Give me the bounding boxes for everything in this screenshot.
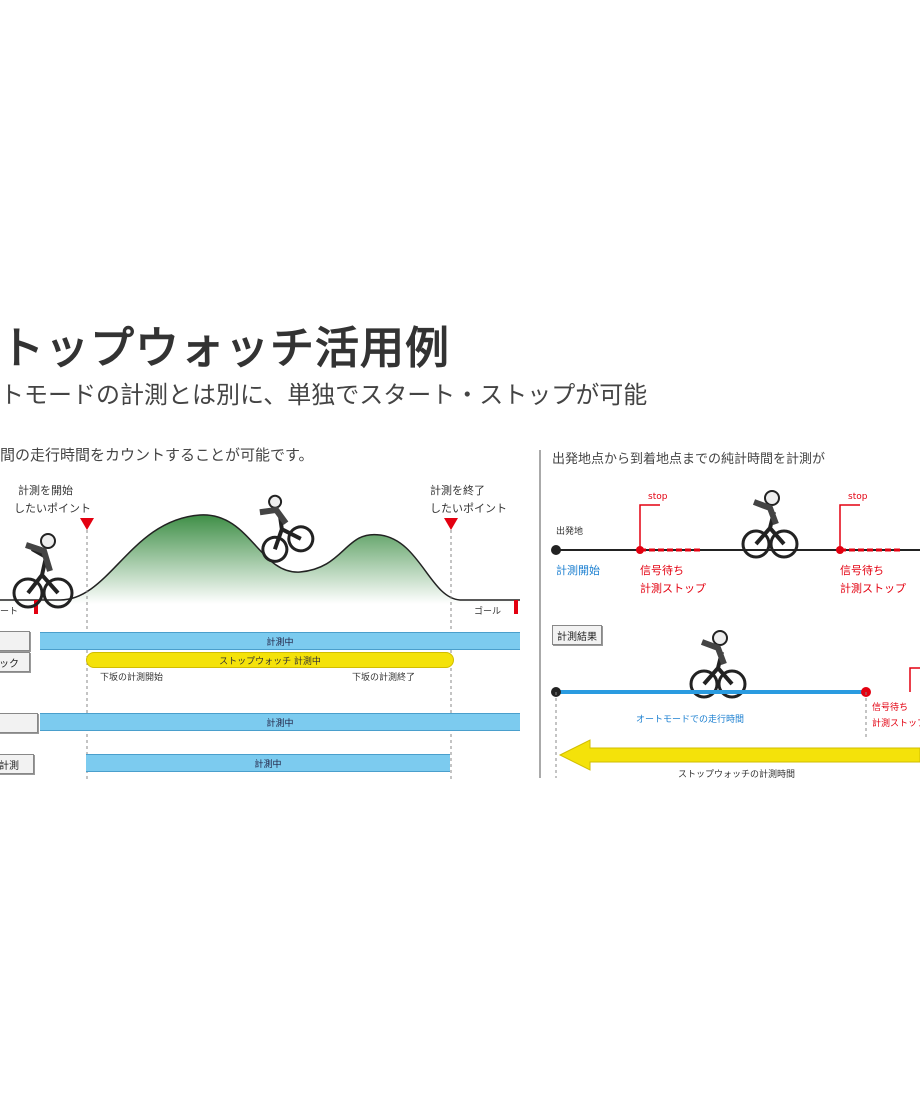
page-subtitle: トモードの計測とは別に、単独でスタート・ストップが可能 xyxy=(0,381,648,409)
hill-profile xyxy=(0,514,520,604)
end-sublabel: したいポイント xyxy=(430,502,507,515)
row1-box-top xyxy=(0,631,30,651)
page-title: トップウォッチ活用例 xyxy=(0,323,450,374)
stopwatch-yellow-bar: ストップウォッチ 計測中 xyxy=(86,652,454,668)
stop2-top-label: 信号待ち xyxy=(840,564,884,577)
goal-marker-label: ゴール xyxy=(474,607,502,617)
timeline-origin-dot xyxy=(551,545,561,555)
origin-label: 出発地 xyxy=(556,527,584,537)
start-label: 計測を開始 xyxy=(18,484,73,497)
mini-stop-label-1: stop xyxy=(648,492,668,502)
auto-mode-label: オートモードでの走行時間 xyxy=(636,715,745,725)
cyclist-icon-right-top xyxy=(741,490,799,559)
mini-stop-label-2: stop xyxy=(848,492,868,502)
stop-callout-2 xyxy=(839,504,860,548)
stop3-bottom-label: 計測ストップ xyxy=(872,719,920,729)
row3-box: 計測 xyxy=(0,754,34,774)
row1-bar: 計測中 xyxy=(40,632,520,650)
stopwatch-arrow xyxy=(558,739,920,771)
row3-bar: 計測中 xyxy=(86,754,450,772)
note-end: 下坂の計測終了 xyxy=(352,673,416,683)
start-marker-label: ート xyxy=(0,607,19,617)
cyclist-icon-left xyxy=(12,533,74,609)
left-caption: 間の走行時間をカウントすることが可能です。 xyxy=(0,446,314,464)
start-flag-icon xyxy=(34,600,38,614)
stop2-bottom-label: 計測ストップ xyxy=(840,582,906,595)
end-label: 計測を終了 xyxy=(430,484,485,497)
row1-box: ック xyxy=(0,652,30,672)
row2-box xyxy=(0,713,38,733)
stop1-top-label: 信号待ち xyxy=(640,564,684,577)
start-measure-label: 計測開始 xyxy=(556,564,600,577)
stop-callout-1 xyxy=(639,504,660,548)
cyclist-icon-hill xyxy=(259,494,315,563)
right-caption: 出発地点から到着地点までの純計時間を計測が xyxy=(552,452,826,467)
note-start: 下坂の計測開始 xyxy=(100,673,164,683)
start-sublabel: したいポイント xyxy=(14,502,91,515)
stop1-bottom-label: 計測ストップ xyxy=(640,582,706,595)
goal-flag-icon xyxy=(514,600,518,614)
end-triangle-marker-icon xyxy=(444,518,458,530)
start-triangle-marker-icon xyxy=(80,518,94,530)
stop3-top-label: 信号待ち xyxy=(872,703,909,713)
result-box: 計測結果 xyxy=(552,625,602,645)
cyclist-icon-right-bottom xyxy=(689,630,747,699)
stopwatch-time-label: ストップウォッチの計測時間 xyxy=(678,770,796,780)
row2-bar: 計測中 xyxy=(40,713,520,731)
